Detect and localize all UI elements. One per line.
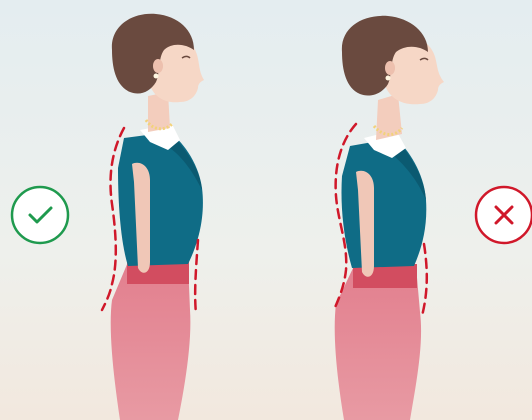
skirt xyxy=(335,266,421,420)
earring xyxy=(154,74,159,79)
skirt xyxy=(111,262,191,420)
checkmark-icon xyxy=(12,187,68,243)
close-icon xyxy=(476,187,532,243)
ear xyxy=(153,59,163,73)
ear xyxy=(385,61,395,75)
earring xyxy=(386,76,391,81)
